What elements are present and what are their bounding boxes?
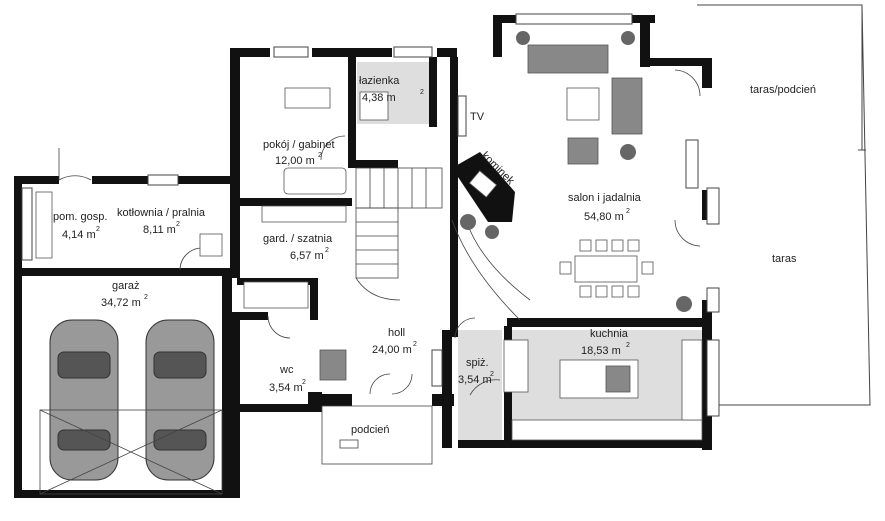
shelf-pom	[35, 191, 53, 259]
stove	[605, 365, 631, 393]
plant-icon	[676, 296, 692, 312]
wardrobe-2	[243, 281, 309, 309]
doors	[58, 69, 701, 396]
shower	[359, 91, 389, 121]
label-tv: TV	[470, 111, 485, 123]
room-name-spizarnia: spiż.	[466, 357, 489, 369]
bathtub	[283, 167, 347, 195]
room-name-lazienka: łazienka	[359, 75, 400, 87]
room-name-pom-gosp: pom. gosp.	[53, 211, 107, 223]
sofa-right	[611, 77, 643, 135]
room-area-kuchnia: 18,53 m	[581, 345, 621, 357]
room-area-wc: 3,54 m	[269, 382, 303, 394]
room-name-garderoba: gard. / szatnia	[263, 233, 333, 245]
stairs	[355, 167, 531, 321]
plant-icon	[621, 31, 635, 45]
room-name-salon: salon i jadalnia	[568, 192, 642, 204]
armchair	[567, 137, 599, 165]
room-area-garderoba: 6,57 m	[290, 250, 324, 262]
coffee-table	[566, 87, 600, 121]
fireplace-insert	[468, 170, 498, 198]
terrace	[697, 4, 871, 406]
kitchen-counter-bottom	[511, 419, 703, 441]
car-right	[145, 319, 215, 481]
garage-door-swing	[39, 409, 223, 495]
boiler	[199, 233, 223, 257]
room-name-kotlownia: kotłownia / pralnia	[117, 207, 206, 219]
room-area-garaz: 34,72 m	[101, 297, 141, 309]
wardrobe	[261, 205, 347, 223]
room-area-lazienka: 4,38 m	[362, 92, 396, 104]
room-area-spizarnia: 3,54 m	[458, 374, 492, 386]
hall-chair	[319, 349, 347, 381]
room-area-pom-gosp: 4,14 m	[62, 229, 96, 241]
room-name-gabinet: pokój / gabinet	[263, 139, 335, 151]
dining-table	[574, 255, 638, 283]
room-area-kotlownia: 8,11 m	[143, 224, 176, 236]
car-left	[49, 319, 119, 481]
floor-fills	[357, 62, 712, 440]
room-area-sup: 2	[318, 152, 322, 159]
room-name-garaz: garaż	[112, 280, 140, 292]
plant-icon	[516, 31, 530, 45]
plant-icon	[620, 144, 636, 160]
cars	[49, 319, 215, 481]
porch	[321, 405, 433, 465]
pantry-floor	[458, 330, 502, 440]
room-area-sup: 2	[144, 294, 148, 301]
room-name-holl: holl	[388, 327, 405, 339]
room-area-sup: 2	[96, 226, 100, 233]
room-name-kuchnia: kuchnia	[590, 328, 629, 340]
room-area-sup: 2	[626, 342, 630, 349]
plant-icon	[460, 214, 476, 230]
furniture	[35, 44, 703, 441]
room-area-gabinet: 12,00 m	[275, 155, 315, 167]
kitchen-counter-right	[681, 339, 703, 421]
plants	[460, 31, 692, 312]
room-area-sup: 2	[490, 371, 494, 378]
label-taras-podcien: taras/podcień	[750, 84, 816, 96]
windows	[21, 13, 720, 417]
pantry-shelves	[503, 339, 529, 393]
plant-icon	[485, 225, 499, 239]
label-taras: taras	[772, 253, 797, 265]
desk	[284, 87, 331, 109]
room-area-sup: 2	[413, 341, 417, 348]
room-area-sup: 2	[302, 379, 306, 386]
room-name-wc: wc	[279, 364, 294, 376]
sofa-top	[527, 44, 609, 74]
room-area-salon: 54,80 m	[584, 211, 624, 223]
room-area-sup: 2	[176, 221, 180, 228]
room-area-sup: 2	[325, 247, 329, 254]
room-area-sup: 2	[626, 208, 630, 215]
room-area-holl: 24,00 m	[372, 344, 412, 356]
room-area-sup: 2	[420, 89, 424, 96]
label-podcien: podcień	[351, 424, 390, 436]
